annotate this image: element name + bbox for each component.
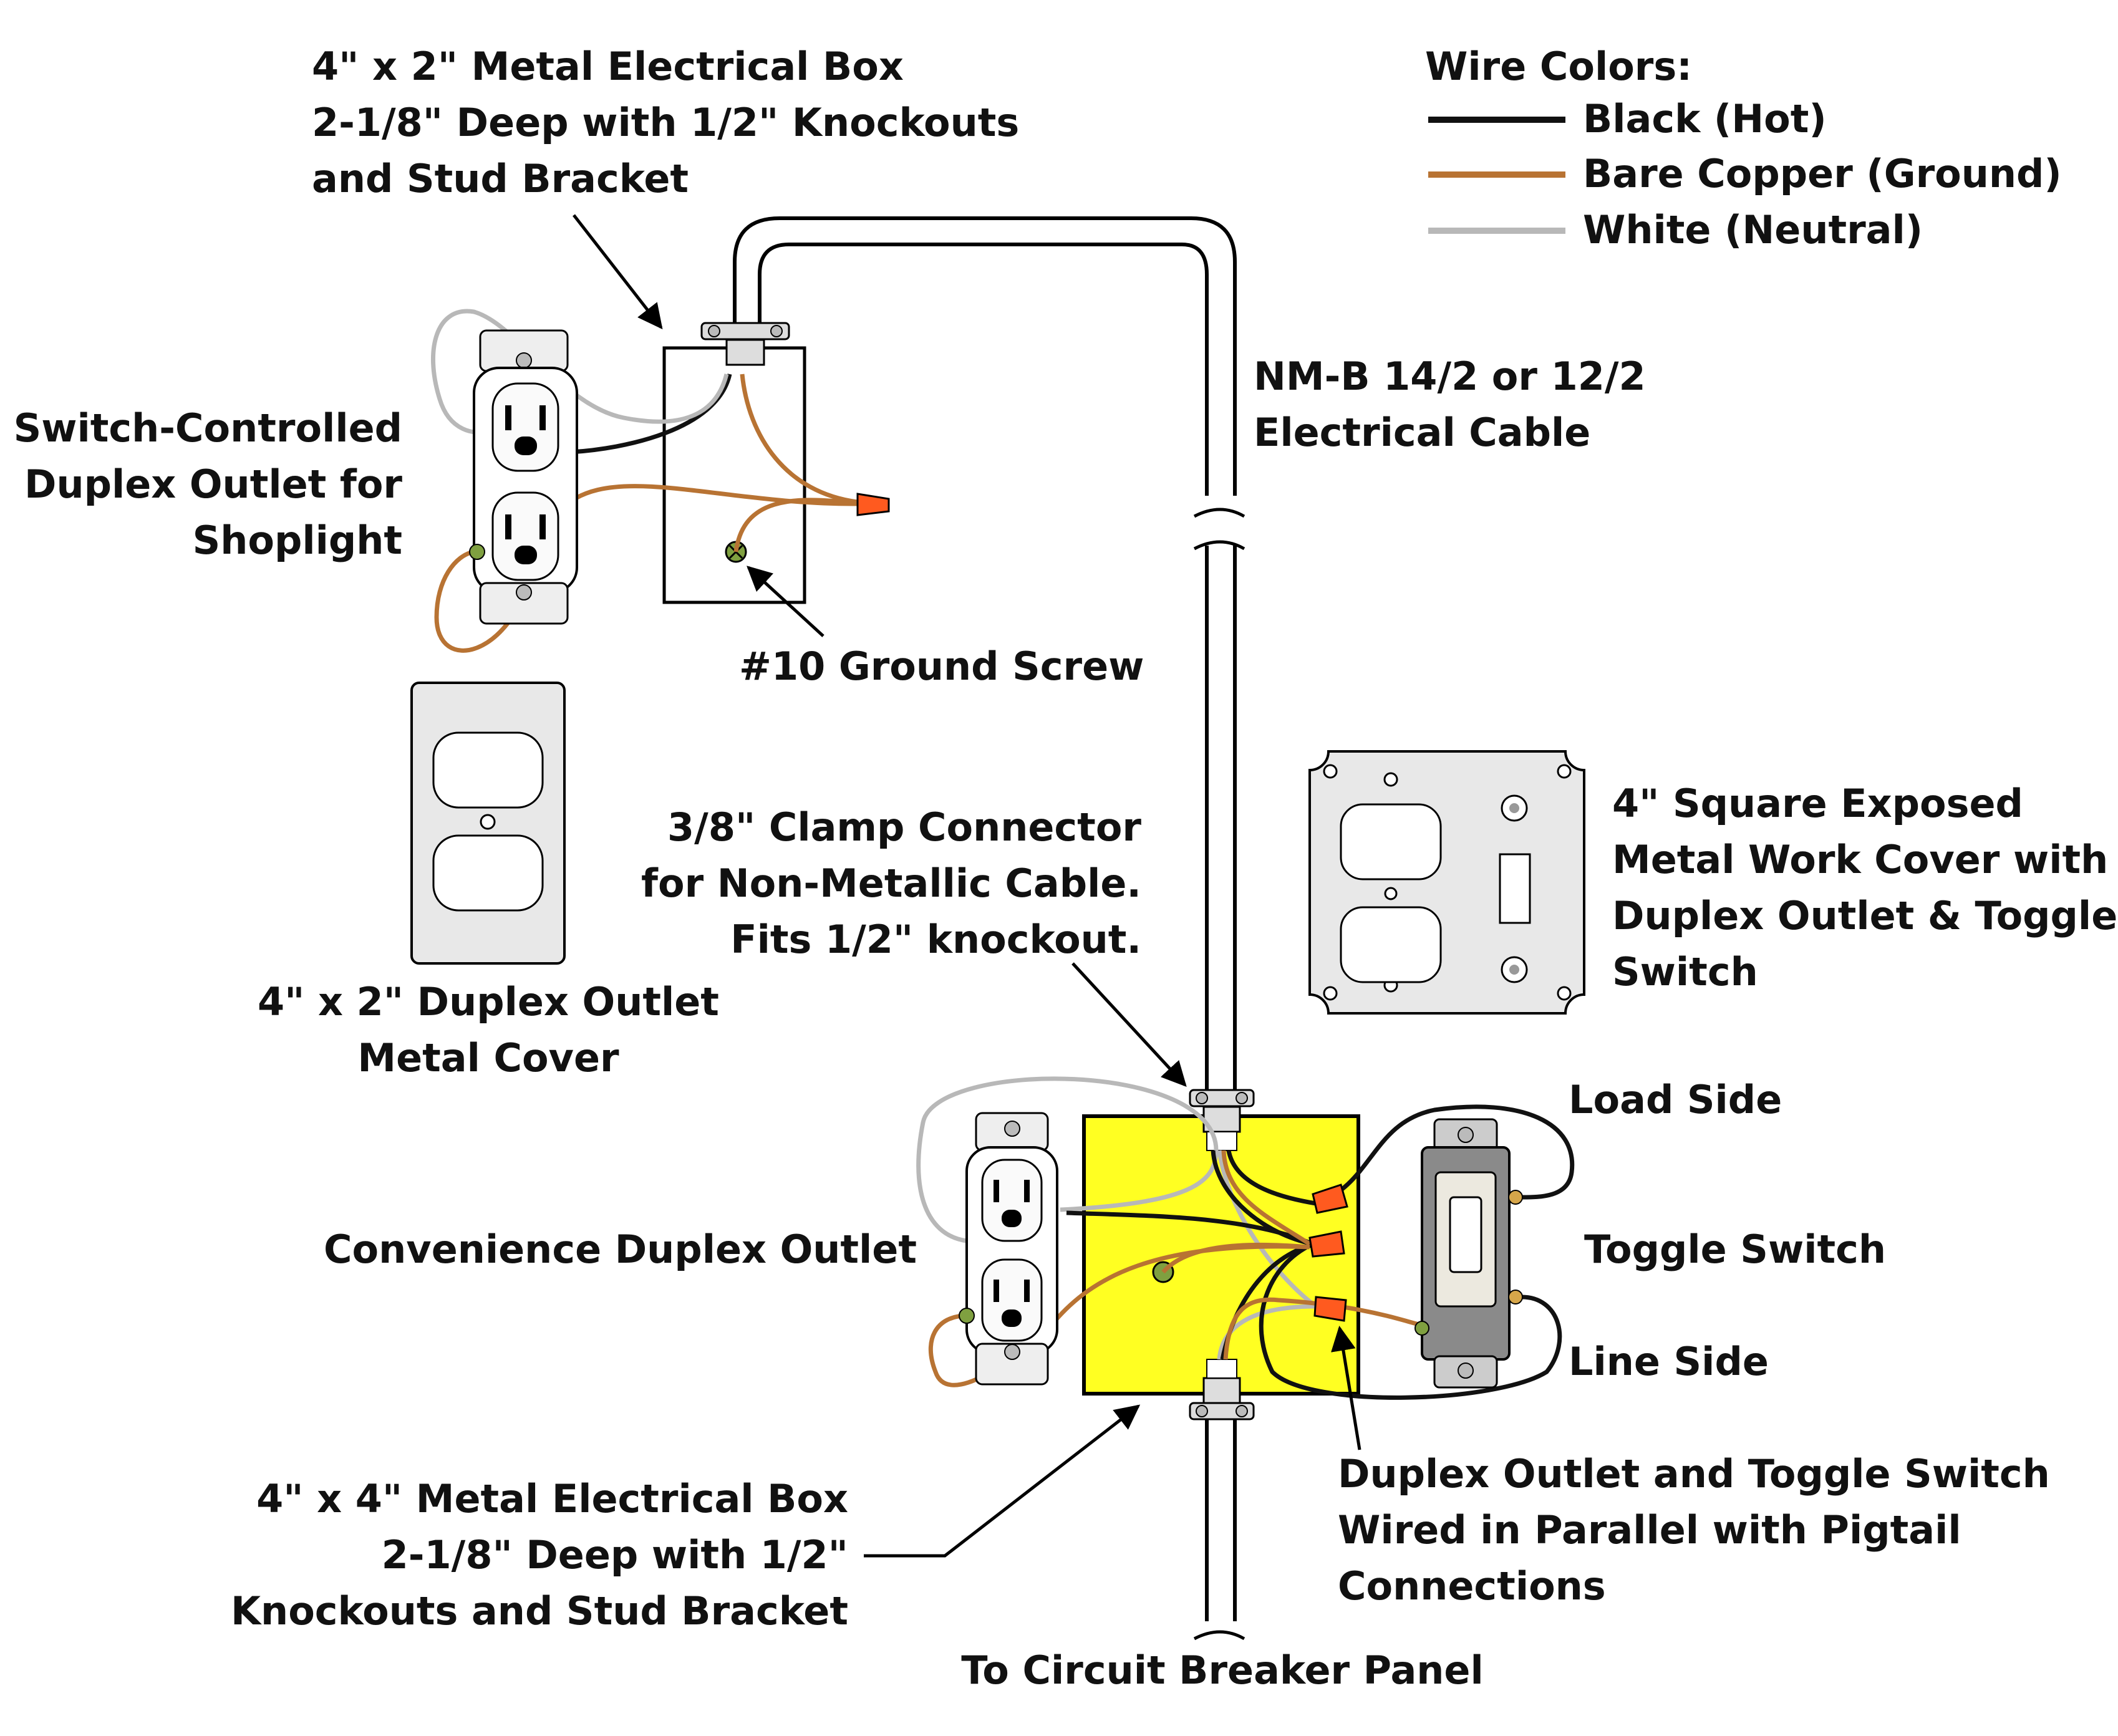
box-4x2-line3: and Stud Bracket <box>312 156 689 201</box>
outlet-cover-line1: 4" x 2" Duplex Outlet <box>258 979 719 1025</box>
legend-title: Wire Colors: <box>1425 44 1692 89</box>
convenience-receptacle <box>959 1112 1058 1386</box>
square-cover-line4: Switch <box>1612 949 1758 995</box>
clamp-line1: 3/8" Clamp Connector <box>667 804 1141 850</box>
load-side-label: Load Side <box>1569 1077 1782 1122</box>
parallel-line3: Connections <box>1338 1563 1606 1609</box>
switch-controlled-receptacle <box>469 329 578 625</box>
switch-outlet-line3: Shoplight <box>193 518 402 563</box>
legend-item-neutral: White (Neutral) <box>1583 207 1923 253</box>
box-4x2-line2: 2-1/8" Deep with 1/2" Knockouts <box>312 100 1019 145</box>
legend-item-hot: Black (Hot) <box>1583 96 1827 142</box>
square-cover-line1: 4" Square Exposed <box>1612 781 2023 826</box>
box-4x4-line2: 2-1/8" Deep with 1/2" <box>382 1532 848 1578</box>
toggle-switch-device <box>1414 1118 1523 1389</box>
line-side-label: Line Side <box>1569 1339 1769 1384</box>
duplex-outlet-cover-plate <box>410 682 566 965</box>
square-cover-line3: Duplex Outlet & Toggle <box>1612 893 2117 938</box>
callout-parallel-wiring: Duplex Outlet and Toggle Switch Wired in… <box>1331 1326 2050 1609</box>
panel-label: To Circuit Breaker Panel <box>961 1647 1483 1693</box>
switch-outlet-line2: Duplex Outlet for <box>24 461 402 507</box>
legend: Wire Colors: Black (Hot) Bare Copper (Gr… <box>1425 44 2062 253</box>
callout-outlet-cover: 4" x 2" Duplex Outlet Metal Cover <box>258 979 719 1081</box>
box-4x4-line3: Knockouts and Stud Bracket <box>231 1588 848 1634</box>
lower-wiring <box>916 1076 1575 1400</box>
callout-square-cover: 4" Square Exposed Metal Work Cover with … <box>1612 781 2117 995</box>
box-4x4-line1: 4" x 4" Metal Electrical Box <box>256 1476 848 1521</box>
outlet-cover-line2: Metal Cover <box>357 1035 619 1081</box>
clamp-line3: Fits 1/2" knockout. <box>730 917 1141 962</box>
clamp-line2: for Non-Metallic Cable. <box>641 861 1141 906</box>
callout-clamp-connector: 3/8" Clamp Connector for Non-Metallic Ca… <box>641 804 1187 1087</box>
convenience-outlet-label: Convenience Duplex Outlet <box>324 1227 917 1272</box>
callout-box-4x2: 4" x 2" Metal Electrical Box 2-1/8" Deep… <box>312 44 1019 330</box>
switch-outlet-line1: Switch-Controlled <box>14 405 402 451</box>
nm-b-cable <box>733 216 1245 1671</box>
square-work-cover <box>1308 750 1585 1015</box>
cable-line1: NM-B 14/2 or 12/2 <box>1254 354 1646 399</box>
legend-item-ground: Bare Copper (Ground) <box>1583 151 2062 196</box>
toggle-switch-label: Toggle Switch <box>1584 1227 1886 1272</box>
metal-box-4x2 <box>662 322 806 604</box>
square-cover-line2: Metal Work Cover with <box>1612 837 2108 882</box>
cable-line2: Electrical Cable <box>1254 410 1590 455</box>
callout-switch-outlet: Switch-Controlled Duplex Outlet for Shop… <box>14 405 403 563</box>
box-4x2-line1: 4" x 2" Metal Electrical Box <box>312 44 904 89</box>
callout-cable: NM-B 14/2 or 12/2 Electrical Cable <box>1254 354 1646 455</box>
callout-ground-screw: #10 Ground Screw <box>739 566 1144 689</box>
parallel-line1: Duplex Outlet and Toggle Switch <box>1338 1451 2050 1497</box>
parallel-line2: Wired in Parallel with Pigtail <box>1338 1507 1961 1553</box>
callout-box-4x4: 4" x 4" Metal Electrical Box 2-1/8" Deep… <box>231 1404 1141 1634</box>
ground-screw-label: #10 Ground Screw <box>739 644 1144 689</box>
